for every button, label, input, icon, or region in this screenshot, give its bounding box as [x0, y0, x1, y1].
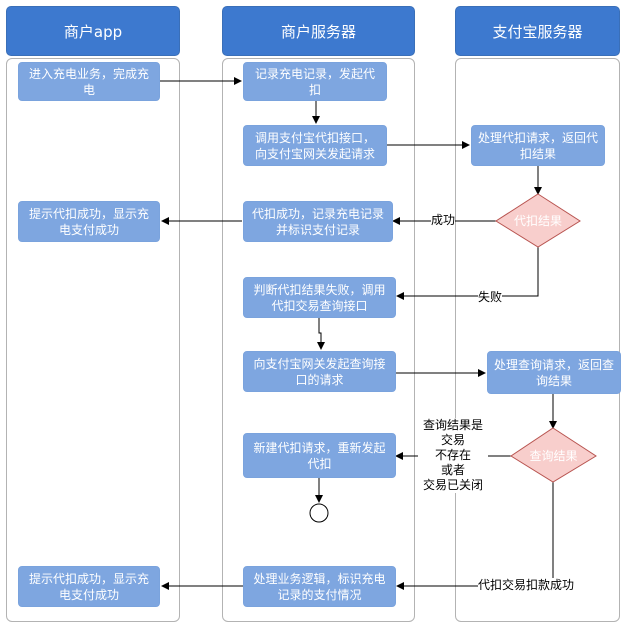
box-new-req: 新建代扣请求，重新发起代扣 [243, 433, 396, 478]
edge-decision-deduct-ok [396, 482, 554, 590]
lane-header-merchant: 商户服务器 [222, 6, 415, 56]
decision-deduct-result-label: 代扣结果 [513, 214, 562, 228]
edge-decision-fail [396, 247, 539, 300]
decision-query-result [510, 427, 597, 483]
lane-header-alipay: 支付宝服务器 [455, 6, 620, 56]
box-deduct-success: 代扣成功，记录充电记录并标识支付记录 [243, 201, 393, 242]
box-call-api: 调用支付宝代扣接口，向支付宝网关发起请求 [243, 125, 387, 166]
box-handle-deduct: 处理代扣请求，返回代扣结果 [471, 125, 605, 166]
edge-label-success: 成功 [431, 213, 456, 228]
end-node [309, 503, 329, 523]
box-process: 处理业务逻辑，标识充电记录的支付情况 [243, 566, 396, 607]
box-recharge: 进入充电业务，完成充电 [18, 62, 160, 101]
lane-app [6, 58, 180, 622]
box-query-req: 向支付宝网关发起查询接口的请求 [243, 351, 396, 392]
box-app-success1: 提示代扣成功，显示充电支付成功 [18, 201, 160, 242]
box-judge-fail: 判断代扣结果失败，调用代扣交易查询接口 [243, 277, 396, 318]
edge-label-not-exist: 查询结果是 交易 不存在 或者 交易已关闭 [418, 418, 488, 493]
box-record: 记录充电记录，发起代扣 [243, 62, 387, 101]
lane-header-app: 商户app [6, 6, 180, 56]
decision-query-result-label: 查询结果 [529, 448, 578, 463]
edge-label-deduct-ok: 代扣交易扣款成功 [478, 578, 575, 593]
edge-label-fail: 失败 [478, 290, 503, 305]
box-app-success2: 提示代扣成功，显示充电支付成功 [18, 566, 160, 607]
edge-judge-to-query [317, 318, 325, 350]
decision-deduct-result [495, 193, 581, 248]
box-handle-query: 处理查询请求，返回查询结果 [487, 351, 621, 394]
